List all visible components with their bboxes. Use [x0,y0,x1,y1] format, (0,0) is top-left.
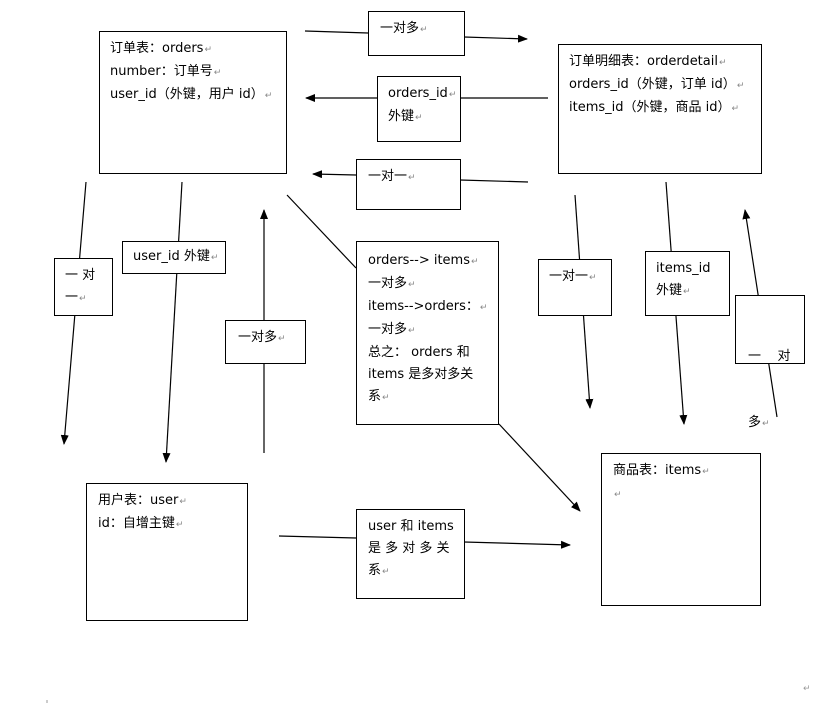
label-text: 一对多 [368,273,498,296]
label-user-to-orders: 一对多 [225,320,306,364]
connector-orders-to-summary [286,194,357,269]
label-text: user_id 外键 [133,246,225,269]
arrow-orderdetail-to-orders-right [459,179,529,183]
label-text: 外键 [388,106,460,129]
arrow-orderdetail-to-orders-left [312,170,357,179]
label-orders-items-summary: orders--> items 一对多 items-->orders： 一对多 … [356,241,499,425]
user-field-id: id：自增主键 [98,513,247,536]
items-empty-line [613,483,760,506]
label-text: items 是多对多关 [368,367,474,382]
label-text: 总之： orders 和 [368,345,470,360]
label-text: items-->orders： [368,296,498,319]
orders-field-user-id: user_id（外键，用户 id） [110,84,286,107]
orders-title: 订单表：orders [110,38,286,61]
label-text: items_id [656,261,711,276]
label-text: 一 对 [748,349,791,364]
label-text: 一对一 [368,166,460,189]
label-text: orders--> items [368,250,498,273]
entity-orders: 订单表：orders number：订单号 user_id（外键，用户 id） [99,31,287,174]
label-text: 系 [368,560,464,583]
paragraph-mark-icon [803,684,811,694]
user-title: 用户表：user [98,490,247,513]
arrow-user-to-items-left [278,535,357,539]
label-orderdetail-fk-items: items_id 外键 [645,251,730,316]
label-orders-fk-user: user_id 外键 [122,241,226,274]
label-text: 一对多 [238,327,305,350]
label-text: 是 多 对 多 关 [368,541,450,556]
label-text: 外键 [656,280,729,303]
label-text: 一对一 [549,266,611,289]
label-orderdetail-fk-orders: orders_id 外键 [377,76,461,142]
entity-user: 用户表：user id：自增主键 [86,483,248,621]
label-orderdetail-to-orders: 一对一 [356,159,461,210]
arrow-orders-to-orderdetail-left [304,30,369,34]
label-items-to-orderdetail: 一 对 多 [735,295,805,430]
label-text: 一对多 [368,319,498,342]
cursor-mark [46,700,48,703]
orderdetail-title: 订单明细表：orderdetail [569,51,761,74]
label-text: 系 [368,386,498,409]
arrow-summary-to-items [498,423,581,512]
orderdetail-field-orders-id: orders_id（外键，订单 id） [569,74,761,97]
label-text: 一 对 [65,268,96,283]
label-orderdetail-to-items: 一对一 [538,259,612,316]
arrow-orders-to-orderdetail-right [463,34,528,43]
label-text: orders_id [388,83,460,106]
label-orders-to-user-one-to-one: 一 对 一 [54,258,113,316]
entity-orderdetail: 订单明细表：orderdetail orders_id（外键，订单 id） it… [558,44,762,174]
label-text: 一 [65,287,112,310]
orderdetail-field-items-id: items_id（外键，商品 id） [569,97,761,120]
label-orders-to-orderdetail: 一对多 [368,11,465,56]
label-user-items-relation: user 和 items 是 多 对 多 关 系 [356,509,465,599]
label-text: 一对多 [380,18,464,41]
items-title: 商品表：items [613,460,760,483]
entity-items: 商品表：items [601,453,761,606]
label-text: user 和 items [368,519,454,534]
arrow-orders-fk-user [162,181,183,463]
orders-field-number: number：订单号 [110,61,286,84]
arrow-user-to-items-right [463,540,571,549]
label-text: 多 [748,412,804,435]
